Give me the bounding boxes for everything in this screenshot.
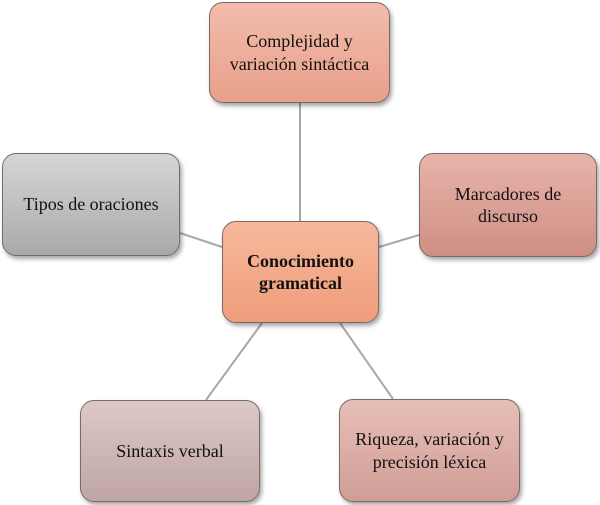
node-tipos-oraciones: Tipos de oraciones — [2, 153, 180, 256]
connector-bottom-right — [339, 322, 394, 400]
connector-right — [378, 234, 420, 248]
connector-bottom-left — [205, 322, 263, 401]
connector-left — [179, 232, 223, 248]
node-sintaxis-verbal-label: Sintaxis verbal — [116, 440, 224, 461]
node-riqueza-lexica: Riqueza, variación y precisión léxica — [339, 399, 520, 502]
node-riqueza-lexica-label: Riqueza, variación y precisión léxica — [355, 429, 504, 472]
node-center: Conocimiento gramatical — [222, 221, 379, 323]
node-complejidad: Complejidad y variación sintáctica — [209, 2, 390, 103]
node-center-label: Conocimiento gramatical — [247, 250, 354, 294]
node-complejidad-label: Complejidad y variación sintáctica — [229, 31, 370, 74]
node-tipos-oraciones-label: Tipos de oraciones — [23, 194, 159, 215]
node-marcadores-label: Marcadores de discurso — [454, 183, 562, 227]
node-marcadores: Marcadores de discurso — [419, 153, 597, 257]
node-sintaxis-verbal: Sintaxis verbal — [80, 400, 260, 502]
